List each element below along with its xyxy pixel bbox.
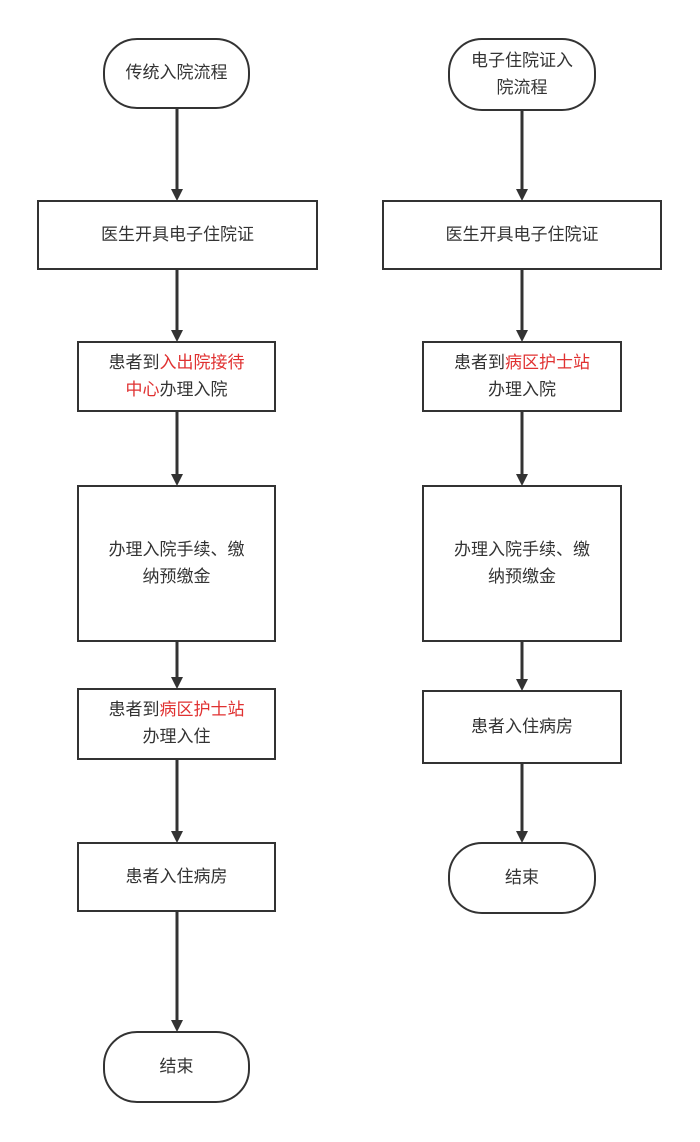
electronic-step1-label: 医生开具电子住院证 <box>445 224 599 245</box>
traditional-step4-prefix: 患者到 <box>108 700 160 720</box>
traditional-start-node: 传统入院流程 <box>103 38 250 109</box>
electronic-start-text: 电子住院证入 院流程 <box>471 48 573 102</box>
traditional-end-label: 结束 <box>159 1056 194 1077</box>
traditional-step4-line2: 办理入住 <box>142 727 211 747</box>
traditional-step4-text: 患者到病区护士站 办理入住 <box>109 697 245 751</box>
traditional-step-doctor-certificate: 医生开具电子住院证 <box>37 200 318 270</box>
electronic-start-line1: 电子住院证入 <box>471 50 573 71</box>
traditional-end-node: 结束 <box>103 1031 250 1103</box>
traditional-step2-highlight-line2: 中心 <box>125 379 160 400</box>
traditional-step3-text: 办理入院手续、缴 纳预缴金 <box>109 537 245 591</box>
traditional-step1-label: 医生开具电子住院证 <box>101 224 254 245</box>
electronic-start-node: 电子住院证入 院流程 <box>448 38 596 111</box>
traditional-step-procedures-deposit: 办理入院手续、缴 纳预缴金 <box>77 485 276 642</box>
electronic-step-nurse-station: 患者到病区护士站 办理入院 <box>422 341 622 412</box>
electronic-step3-text: 办理入院手续、缴 纳预缴金 <box>454 537 590 591</box>
electronic-step2-highlight: 病区护士站 <box>505 352 590 373</box>
traditional-step5-label: 患者入住病房 <box>125 866 228 887</box>
traditional-step3-line1: 办理入院手续、缴 <box>108 539 245 560</box>
electronic-end-node: 结束 <box>448 842 596 914</box>
electronic-end-label: 结束 <box>505 867 539 888</box>
electronic-step3-line2: 纳预缴金 <box>488 566 556 587</box>
electronic-step-doctor-certificate: 医生开具电子住院证 <box>382 200 662 270</box>
traditional-start-label: 传统入院流程 <box>125 63 228 83</box>
traditional-step2-prefix: 患者到 <box>108 352 160 373</box>
traditional-step3-line2: 纳预缴金 <box>142 566 211 587</box>
electronic-step2-text: 患者到病区护士站 办理入院 <box>454 350 590 404</box>
electronic-step2-prefix: 患者到 <box>454 352 505 373</box>
traditional-step2-highlight-line1: 入出院接待 <box>159 352 245 373</box>
traditional-step4-highlight: 病区护士站 <box>159 700 245 720</box>
electronic-step3-line1: 办理入院手续、缴 <box>454 539 590 560</box>
electronic-step-check-in-ward: 患者入住病房 <box>422 690 622 764</box>
electronic-start-line2: 院流程 <box>496 77 548 98</box>
traditional-step2-suffix: 办理入院 <box>159 379 228 400</box>
traditional-step-check-in-ward: 患者入住病房 <box>77 842 276 912</box>
traditional-step-nurse-station: 患者到病区护士站 办理入住 <box>77 688 276 760</box>
electronic-step2-line2: 办理入院 <box>488 379 556 400</box>
electronic-step4-label: 患者入住病房 <box>471 716 573 737</box>
electronic-step-procedures-deposit: 办理入院手续、缴 纳预缴金 <box>422 485 622 642</box>
traditional-step-admission-center: 患者到入出院接待 中心办理入院 <box>77 341 276 412</box>
traditional-step2-text: 患者到入出院接待 中心办理入院 <box>109 350 245 404</box>
